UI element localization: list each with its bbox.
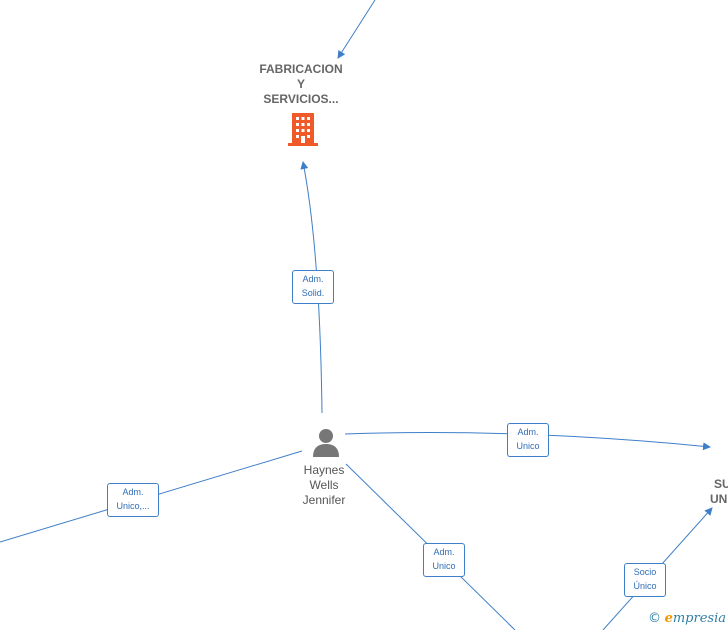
- edge-label-line1: Adm.: [433, 547, 455, 557]
- edge-label-adm-unico-right[interactable]: Adm. Unico: [507, 423, 549, 457]
- person-icon[interactable]: [311, 427, 341, 457]
- company-node-label-right[interactable]: SU UNI: [704, 477, 728, 507]
- company-name-line3: SERVICIOS...: [263, 92, 339, 106]
- edge-label-adm-unico-left[interactable]: Adm. Unico,...: [107, 483, 159, 517]
- edge-incoming-top: [337, 0, 376, 59]
- edge-label-line2: Único: [633, 581, 657, 591]
- brand-rest: mpresia: [672, 611, 726, 626]
- company-name-line1: FABRICACION: [259, 62, 343, 76]
- edge-label-line2: Unico: [432, 561, 456, 571]
- edge-label-line2: Solid.: [301, 288, 325, 298]
- edge-label-line1: Socio: [633, 567, 657, 577]
- edge-label-line2: Unico,...: [116, 501, 150, 511]
- person-name-line2: Wells: [309, 478, 339, 492]
- company-right-line2: UNI: [710, 492, 728, 506]
- person-name-line3: Jennifer: [302, 493, 346, 507]
- edge-label-socio-unico[interactable]: Socio Único: [624, 563, 666, 597]
- edge-label-line2: Unico: [516, 441, 540, 451]
- brand-logo: empresia: [665, 611, 726, 626]
- edge-person-to-company-top: [300, 161, 323, 414]
- person-name-line1: Haynes: [303, 463, 345, 477]
- person-node-label[interactable]: Haynes Wells Jennifer: [284, 463, 364, 508]
- company-node-label[interactable]: FABRICACION Y SERVICIOS...: [246, 62, 356, 107]
- company-name-line2: Y: [296, 77, 305, 91]
- edge-label-adm-unico-bottom[interactable]: Adm. Unico: [423, 543, 465, 577]
- building-icon[interactable]: [287, 111, 319, 147]
- company-right-line1: SU: [714, 477, 728, 491]
- empresia-watermark: © empresia: [648, 610, 726, 626]
- copyright-symbol: ©: [647, 611, 661, 626]
- edge-label-line1: Adm.: [302, 274, 324, 284]
- brand-initial: e: [664, 611, 673, 626]
- edge-label-line1: Adm.: [517, 427, 539, 437]
- edge-label-line1: Adm.: [122, 487, 144, 497]
- edge-label-adm-solid[interactable]: Adm. Solid.: [292, 270, 334, 304]
